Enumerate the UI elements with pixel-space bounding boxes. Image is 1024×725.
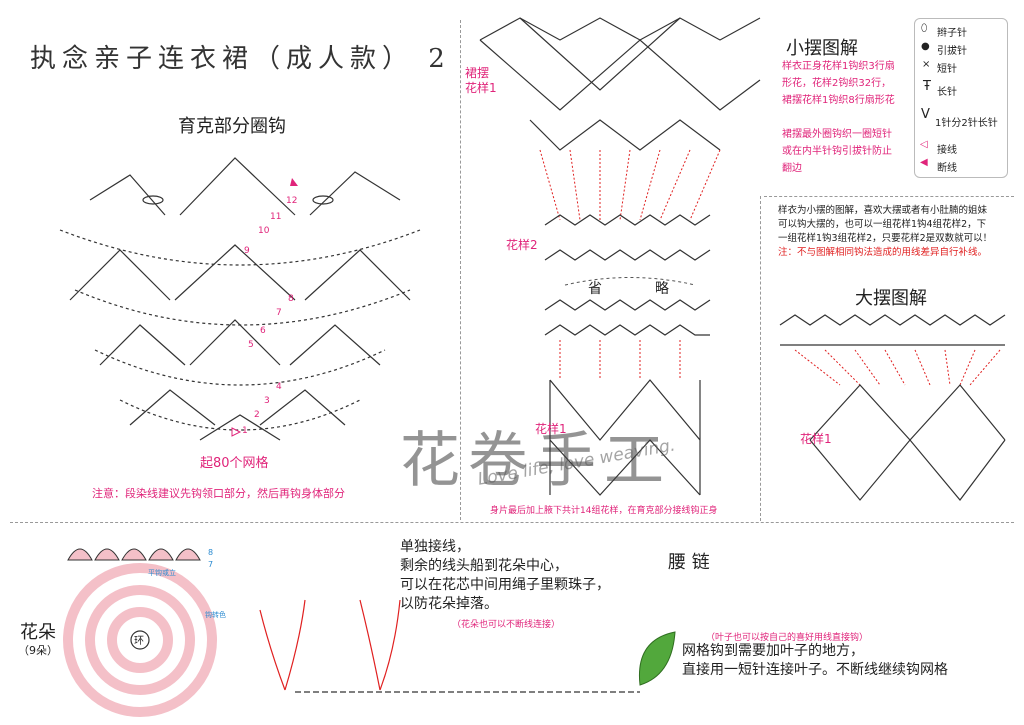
flower-heading: 花朵 bbox=[20, 622, 56, 643]
big-skirt-desc: 样衣为小摆的图解，喜欢大摆或者有小肚腩的姐妹 可以钩大摆的，也可以一组花样1钩4… bbox=[778, 205, 993, 258]
legend-item-double: 长针 bbox=[937, 87, 957, 98]
divider-vertical-1 bbox=[460, 20, 461, 520]
legend-item-slip: 引拔针 bbox=[937, 46, 967, 57]
big-skirt-pattern1-label: 花样1 bbox=[800, 432, 832, 446]
flower-center-label: 环 bbox=[134, 636, 144, 647]
big-skirt-pattern1-chart bbox=[809, 384, 1006, 501]
cut-yarn-icon: ◀ bbox=[920, 157, 928, 168]
watermark-brand: 花卷手工 bbox=[400, 426, 672, 496]
double-crochet-icon: Ŧ bbox=[923, 79, 931, 94]
flower-tiny-note2: 钩转色 bbox=[205, 611, 226, 619]
legend-item-cut: 断线 bbox=[937, 163, 957, 174]
small-skirt-pattern2-chart bbox=[544, 214, 711, 336]
flower-row-8: 8 bbox=[208, 548, 214, 557]
small-skirt-lower-pattern1-label: 花样1 bbox=[535, 422, 567, 436]
increase-icon: V bbox=[921, 107, 930, 122]
page-title: 执念亲子连衣裙（成人款） 2 bbox=[30, 44, 451, 74]
yoke-join-marker bbox=[231, 427, 242, 437]
single-crochet-icon: × bbox=[922, 59, 931, 70]
divider-horizontal-1 bbox=[764, 196, 1014, 197]
yoke-chart bbox=[59, 157, 421, 441]
join-yarn-icon: ◁ bbox=[920, 139, 928, 150]
waist-chain bbox=[259, 599, 401, 691]
yoke-row-numbers: 12 11 10 9 8 7 6 5 4 3 2 1 bbox=[242, 196, 298, 436]
yoke-heading: 育克部分圈钩 bbox=[178, 116, 286, 137]
big-skirt-arrows bbox=[794, 349, 1001, 386]
big-skirt-heading: 大摆图解 bbox=[855, 288, 927, 309]
flower-chart bbox=[63, 563, 217, 717]
flower-instructions: 单独接线， 剩余的线头船到花朵中心， 可以在花芯中间用绳子里颗珠子， 以防花朵掉… bbox=[400, 539, 610, 612]
big-skirt-chart bbox=[779, 314, 1006, 346]
stitch-legend: ⬯ 辫子针 ● 引拔针 × 短针 Ŧ 长针 V 1针分2针长针 ◁ 接线 ◀ 断… bbox=[914, 18, 1008, 178]
legend-item-chain: 辫子针 bbox=[937, 28, 967, 39]
flower-count: （9朵） bbox=[18, 644, 58, 657]
waist-heading: 腰 链 bbox=[668, 552, 710, 573]
chain-stitch-icon: ⬯ bbox=[921, 23, 928, 34]
small-skirt-pattern1-chart bbox=[479, 17, 761, 151]
yoke-start-label: 起80个网格 bbox=[200, 456, 269, 471]
small-skirt-desc1: 样衣正身花样1钩织3行扇 形花，花样2钩织32行， 裙摆花样1钩织8行扇形花 bbox=[782, 61, 895, 106]
big-skirt-warning: 注：不与图解相同钩法造成的用线差异自行补线。 bbox=[778, 247, 988, 258]
small-skirt-heading: 小摆图解 bbox=[786, 38, 858, 59]
yoke-note: 注意：段染线建议先钩领口部分，然后再钩身体部分 bbox=[92, 487, 345, 500]
flower-petal-row bbox=[67, 548, 201, 561]
waist-leaf-note: （叶子也可以按自己的喜好用线直接钩） bbox=[706, 633, 869, 643]
small-skirt-desc2: 裙摆最外圈钩织一圈短针 或在内半针钩引拔针防止 翻边 bbox=[782, 129, 892, 174]
legend-item-join: 接线 bbox=[937, 145, 957, 156]
legend-item-increase: 1针分2针长针 bbox=[935, 118, 998, 129]
leaf-icon bbox=[638, 631, 676, 686]
yoke-end-marker bbox=[290, 178, 298, 186]
omit-left-label: 省 bbox=[588, 281, 602, 297]
omit-arc bbox=[564, 277, 696, 286]
small-skirt-lower-pattern1-chart bbox=[549, 379, 701, 496]
omit-right-label: 略 bbox=[655, 281, 669, 297]
small-skirt-pattern1-label: 裙摆 花样1 bbox=[465, 66, 497, 95]
flower-note: （花朵也可以不断线连接） bbox=[452, 620, 561, 630]
slip-stitch-icon: ● bbox=[921, 41, 930, 52]
legend-item-single: 短针 bbox=[937, 64, 957, 75]
flower-row-7: 7 bbox=[208, 560, 214, 569]
flower-tiny-note1: 平钩或立 bbox=[148, 569, 176, 577]
small-skirt-join-note: 身片最后加上腋下共计14组花样，在育克部分接线钩正身 bbox=[490, 506, 718, 516]
small-skirt-pattern2-label: 花样2 bbox=[506, 238, 538, 252]
waist-instructions: 网格钩到需要加叶子的地方， 直接用一短针连接叶子。不断线继续钩网格 bbox=[682, 643, 948, 678]
divider-vertical-2 bbox=[760, 196, 761, 521]
divider-horizontal-2 bbox=[10, 522, 1014, 523]
small-skirt-arrows bbox=[539, 149, 721, 380]
